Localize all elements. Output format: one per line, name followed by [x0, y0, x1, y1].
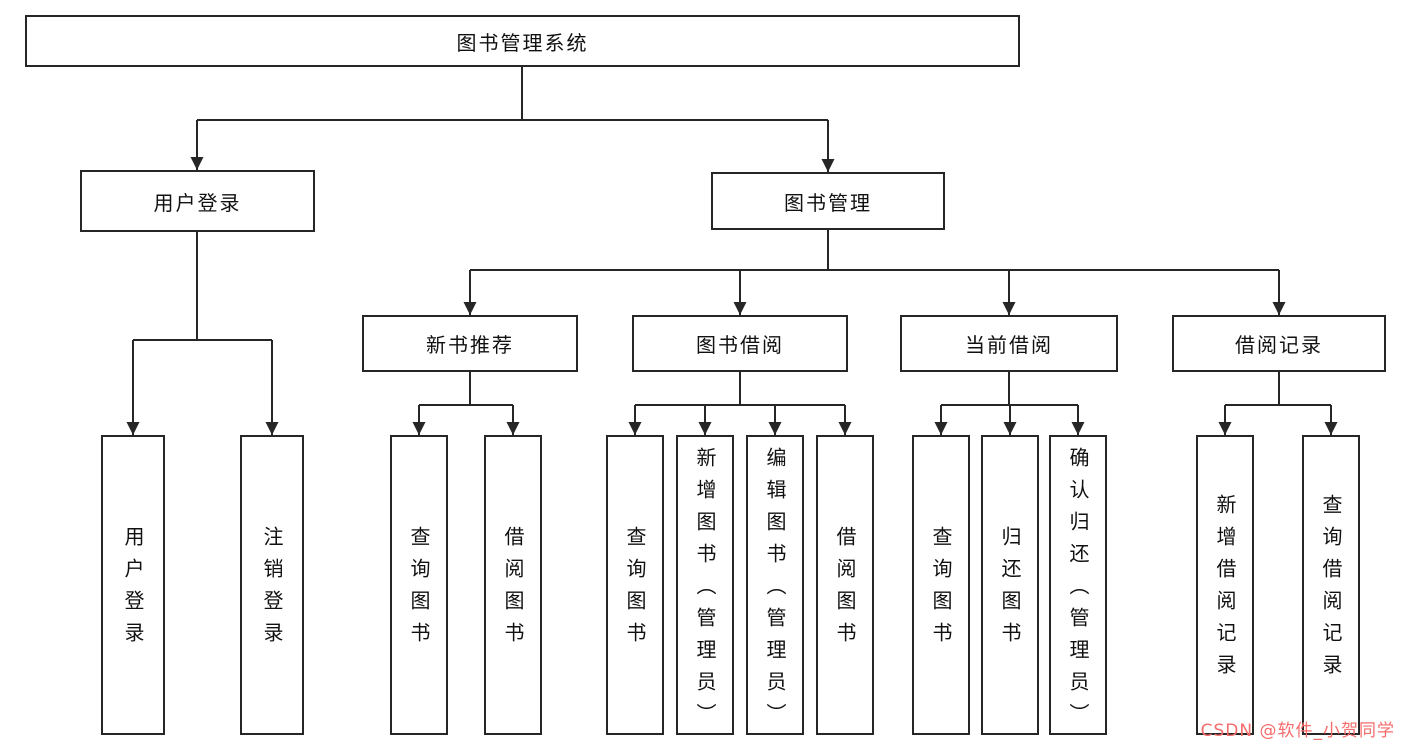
node-root: 图书管理系统: [25, 15, 1020, 67]
leaf-nb-borrow-books: 借阅图书: [484, 435, 542, 735]
node-book-management: 图书管理: [711, 172, 945, 230]
node-current-borrow: 当前借阅: [900, 315, 1118, 372]
leaf-bb-edit-books-admin: 编辑图书（管理员）: [746, 435, 804, 735]
node-user-login: 用户登录: [80, 170, 315, 232]
leaf-bb-add-books-admin: 新增图书（管理员）: [676, 435, 734, 735]
node-borrow-records: 借阅记录: [1172, 315, 1386, 372]
leaf-cb-confirm-return-admin: 确认归还（管理员）: [1049, 435, 1107, 735]
leaf-nb-query-books: 查询图书: [390, 435, 448, 735]
leaf-cb-return-books: 归还图书: [981, 435, 1039, 735]
leaf-bb-query-books: 查询图书: [606, 435, 664, 735]
node-book-borrow: 图书借阅: [632, 315, 848, 372]
leaf-br-add-record: 新增借阅记录: [1196, 435, 1254, 735]
leaf-logout: 注销登录: [240, 435, 304, 735]
watermark: CSDN @软件_小贺同学: [1200, 721, 1395, 741]
leaf-br-query-record: 查询借阅记录: [1302, 435, 1360, 735]
leaf-cb-query-books: 查询图书: [912, 435, 970, 735]
leaf-bb-borrow-books: 借阅图书: [816, 435, 874, 735]
leaf-user-login: 用户登录: [101, 435, 165, 735]
node-new-book-recommend: 新书推荐: [362, 315, 578, 372]
